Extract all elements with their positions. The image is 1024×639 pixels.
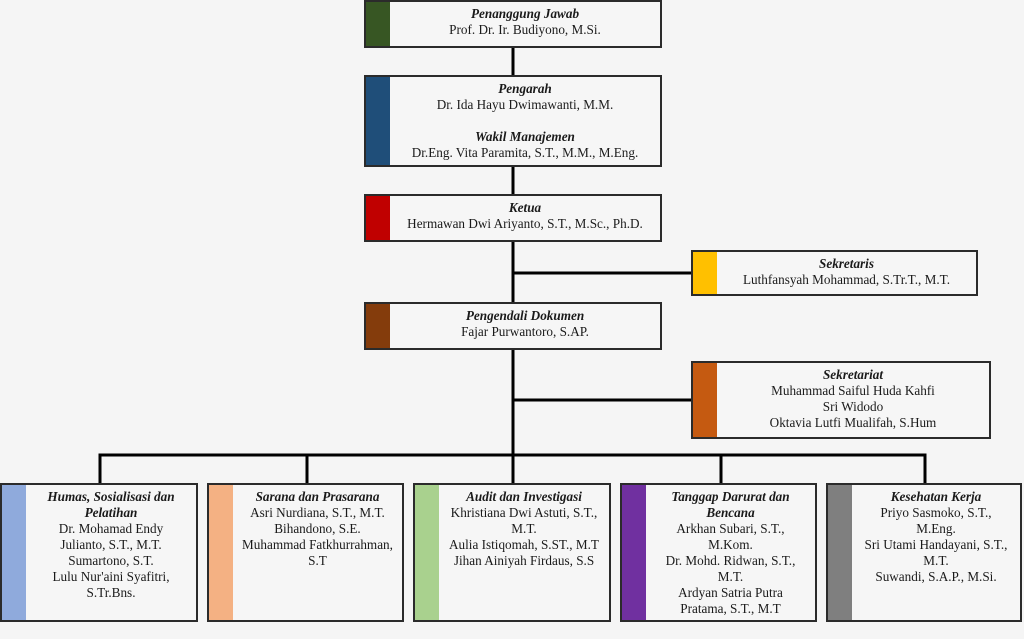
- role-title: Audit dan Investigasi: [466, 489, 582, 504]
- member-name: Suwandi, S.A.P., M.Si.: [875, 569, 997, 584]
- role-title: Sekretaris: [819, 256, 874, 271]
- node-division-humas: Humas, Sosialisasi dan Pelatihan Dr. Moh…: [0, 483, 198, 622]
- color-bar: [366, 77, 390, 165]
- member-name: Lulu Nur'aini Syafitri, S.Tr.Bns.: [52, 569, 170, 600]
- node-sekretaris: Sekretaris Luthfansyah Mohammad, S.Tr.T.…: [691, 250, 978, 296]
- color-bar: [622, 485, 646, 620]
- color-bar: [366, 196, 390, 240]
- node-pengendali-dokumen: Pengendali Dokumen Fajar Purwantoro, S.A…: [364, 302, 662, 350]
- member-name: Luthfansyah Mohammad, S.Tr.T., M.T.: [742, 272, 951, 287]
- member-name: Dr. Mohamad Endy Julianto, S.T., M.T.: [58, 521, 164, 552]
- node-division-kesehatan-kerja: Kesehatan Kerja Priyo Sasmoko, S.T., M.E…: [826, 483, 1022, 622]
- color-bar: [693, 252, 717, 294]
- member-name: Fajar Purwantoro, S.AP.: [461, 324, 589, 339]
- deputy-role-title: Wakil Manajemen: [475, 129, 575, 144]
- role-title: Tanggap Darurat dan Bencana: [671, 489, 790, 520]
- member-name: Arkhan Subari, S.T., M.Kom.: [676, 521, 785, 552]
- color-bar: [366, 304, 390, 348]
- node-division-audit: Audit dan Investigasi Khristiana Dwi Ast…: [413, 483, 611, 622]
- node-ketua: Ketua Hermawan Dwi Ariyanto, S.T., M.Sc.…: [364, 194, 662, 242]
- member-name: Sri Widodo: [822, 399, 884, 414]
- member-name: Dr. Ida Hayu Dwimawanti, M.M.: [436, 97, 614, 112]
- member-name: Khristiana Dwi Astuti, S.T., M.T.: [450, 505, 598, 536]
- member-name: Ardyan Satria Putra Pratama, S.T., M.T: [678, 585, 783, 616]
- node-division-sarana: Sarana dan Prasarana Asri Nurdiana, S.T.…: [207, 483, 404, 622]
- member-name: Bihandono, S.E.: [274, 521, 361, 536]
- member-name: Jihan Ainiyah Firdaus, S.S: [453, 553, 595, 568]
- node-division-tanggap-darurat: Tanggap Darurat dan Bencana Arkhan Subar…: [620, 483, 817, 622]
- color-bar: [366, 2, 390, 46]
- member-name: Aulia Istiqomah, S.ST., M.T: [449, 537, 599, 552]
- member-name: Dr. Mohd. Ridwan, S.T., M.T.: [665, 553, 796, 584]
- color-bar: [209, 485, 233, 620]
- role-title: Penanggung Jawab: [470, 6, 580, 21]
- role-title: Sekretariat: [822, 367, 884, 382]
- member-name: Asri Nurdiana, S.T., M.T.: [250, 505, 385, 520]
- color-bar: [693, 363, 717, 437]
- member-name: Prof. Dr. Ir. Budiyono, M.Si.: [449, 22, 601, 37]
- role-title: Sarana dan Prasarana: [255, 489, 380, 504]
- member-name: Sri Utami Handayani, S.T., M.T.: [864, 537, 1008, 568]
- role-title: Pengarah: [498, 81, 552, 96]
- color-bar: [415, 485, 439, 620]
- role-title: Humas, Sosialisasi dan Pelatihan: [47, 489, 175, 520]
- color-bar: [2, 485, 26, 620]
- role-title: Kesehatan Kerja: [890, 489, 982, 504]
- member-name: Muhammad Saiful Huda Kahfi: [771, 383, 935, 398]
- member-name: Priyo Sasmoko, S.T., M.Eng.: [880, 505, 992, 536]
- node-sekretariat: Sekretariat Muhammad Saiful Huda Kahfi S…: [691, 361, 991, 439]
- member-name: Sumartono, S.T.: [68, 553, 154, 568]
- role-title: Ketua: [508, 200, 542, 215]
- node-penanggung-jawab: Penanggung Jawab Prof. Dr. Ir. Budiyono,…: [364, 0, 662, 48]
- color-bar: [828, 485, 852, 620]
- role-title: Pengendali Dokumen: [465, 308, 585, 323]
- member-name: Muhammad Fatkhurrahman, S.T: [242, 537, 393, 568]
- node-pengarah: Pengarah Dr. Ida Hayu Dwimawanti, M.M. W…: [364, 75, 662, 167]
- member-name: Oktavia Lutfi Mualifah, S.Hum: [769, 415, 937, 430]
- member-name: Hermawan Dwi Ariyanto, S.T., M.Sc., Ph.D…: [407, 216, 643, 231]
- deputy-member-name: Dr.Eng. Vita Paramita, S.T., M.M., M.Eng…: [411, 145, 639, 160]
